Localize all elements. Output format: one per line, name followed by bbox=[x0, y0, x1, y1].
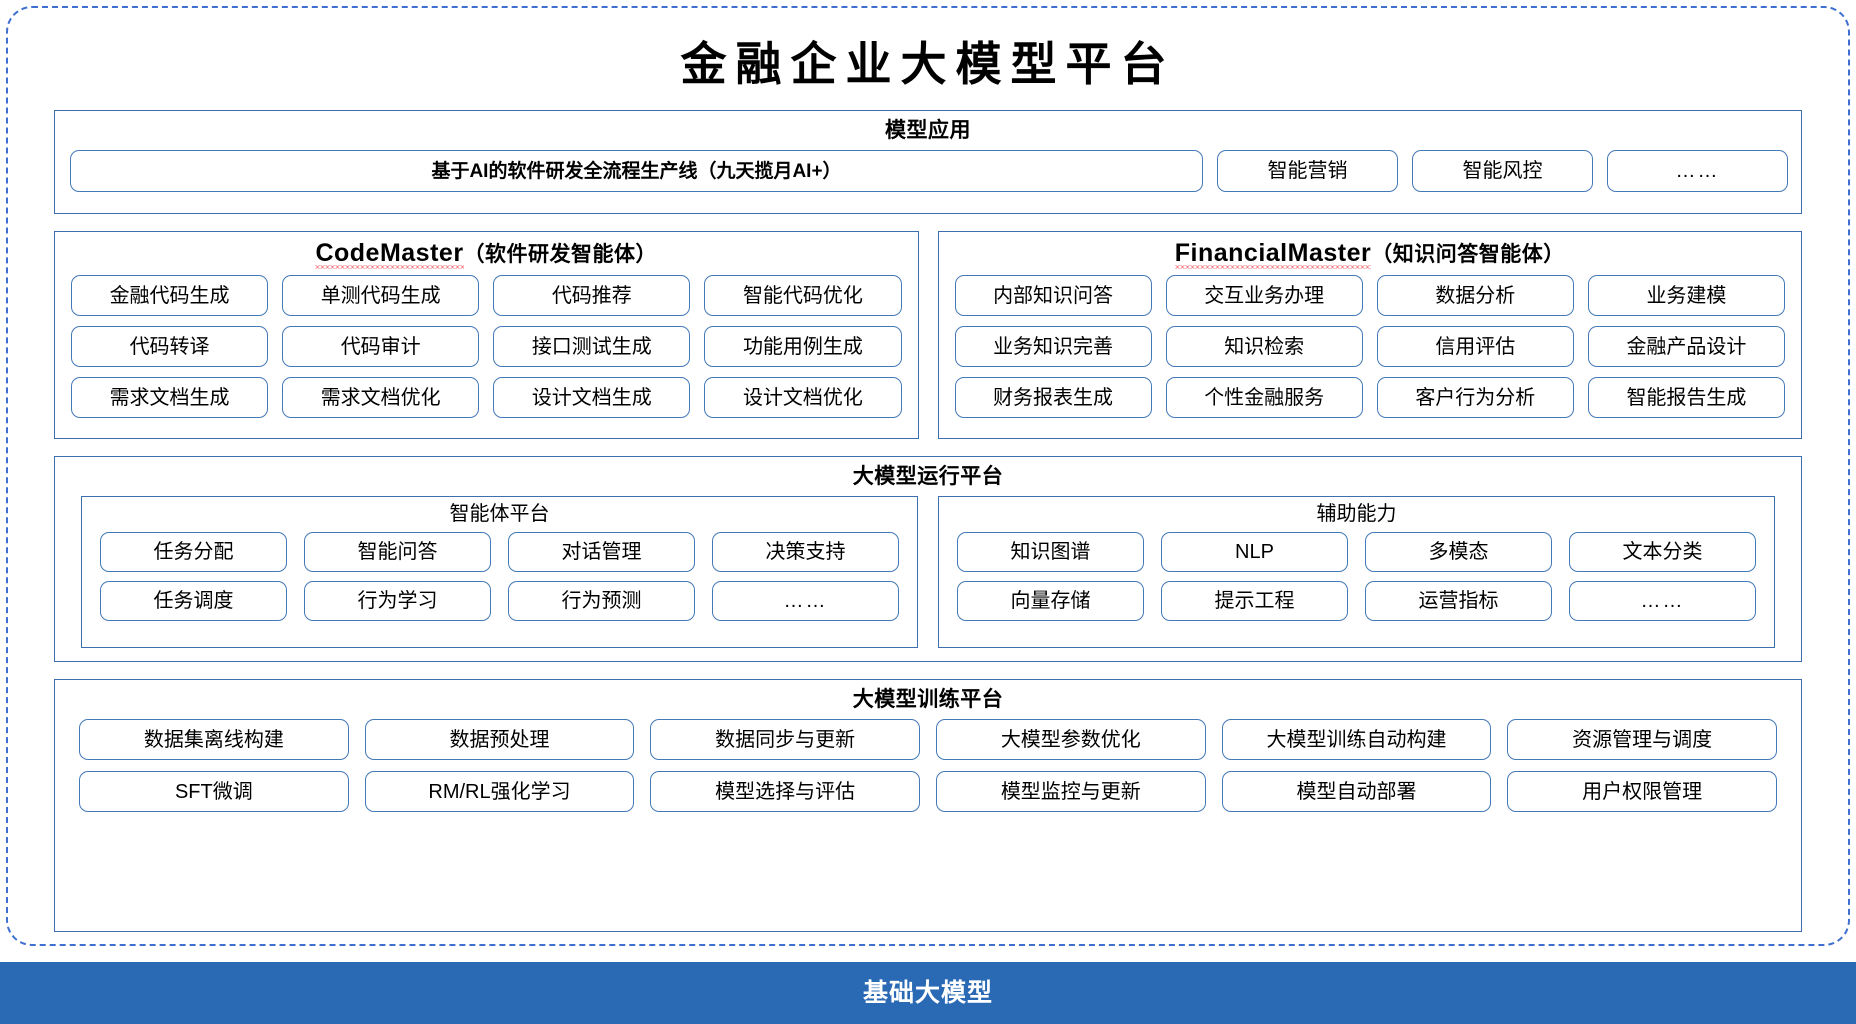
app-card-smart-risk-control[interactable]: 智能风控 bbox=[1412, 150, 1593, 192]
codemaster-capability-grid: 金融代码生成 单测代码生成 代码推荐 智能代码优化 代码转译 代码审计 接口测试… bbox=[55, 275, 918, 430]
codemaster-name-cn: （软件研发智能体） bbox=[463, 243, 658, 266]
subpanel-title-agent-platform: 智能体平台 bbox=[449, 503, 550, 525]
foundation-model-bar: 基础大模型 bbox=[0, 962, 1856, 1024]
financialmaster-name-latin: FinancialMaster bbox=[1174, 239, 1372, 269]
capability-smart-report-gen[interactable]: 智能报告生成 bbox=[1587, 377, 1785, 418]
capability-design-doc-optimize[interactable]: 设计文档优化 bbox=[704, 377, 902, 418]
foundation-model-label: 基础大模型 bbox=[862, 978, 993, 1007]
page-title: 金融企业大模型平台 bbox=[680, 39, 1176, 90]
train-data-preprocess[interactable]: 数据预处理 bbox=[364, 719, 635, 760]
runtime-subpanels: 智能体平台 任务分配 智能问答 对话管理 决策支持 任务调度 行为学习 行为预测… bbox=[55, 496, 1801, 661]
outer-dashed-boundary: 金融企业大模型平台 模型应用 基于AI的软件研发全流程生产线（九天揽月AI+） … bbox=[6, 6, 1850, 946]
aux-multimodal[interactable]: 多模态 bbox=[1365, 532, 1552, 572]
subpanel-title-auxiliary-capability: 辅助能力 bbox=[1316, 503, 1397, 525]
train-sft-finetune[interactable]: SFT微调 bbox=[79, 771, 349, 812]
aux-knowledge-graph[interactable]: 知识图谱 bbox=[957, 532, 1144, 572]
capability-financial-product-design[interactable]: 金融产品设计 bbox=[1587, 326, 1785, 367]
codemaster-name-latin: CodeMaster bbox=[315, 239, 464, 269]
runtime-behavior-prediction[interactable]: 行为预测 bbox=[508, 581, 695, 621]
capability-function-case-gen[interactable]: 功能用例生成 bbox=[704, 326, 902, 367]
training-platform-grid: 数据集离线构建 数据预处理 数据同步与更新 大模型参数优化 大模型训练自动构建 … bbox=[55, 719, 1801, 824]
financialmaster-name-cn: （知识问答智能体） bbox=[1371, 243, 1565, 266]
capability-unit-test-code-gen[interactable]: 单测代码生成 bbox=[282, 275, 480, 316]
capability-code-translate[interactable]: 代码转译 bbox=[71, 326, 269, 367]
app-card-more[interactable]: …… bbox=[1607, 150, 1788, 192]
aux-prompt-engineering[interactable]: 提示工程 bbox=[1161, 581, 1348, 621]
auxiliary-capability-grid: 知识图谱 NLP 多模态 文本分类 向量存储 提示工程 运营指标 …… bbox=[939, 532, 1774, 632]
capability-business-knowledge-improve[interactable]: 业务知识完善 bbox=[954, 326, 1152, 367]
capability-code-audit[interactable]: 代码审计 bbox=[282, 326, 480, 367]
aux-text-classification[interactable]: 文本分类 bbox=[1569, 532, 1756, 572]
app-card-ai-sdlc-pipeline[interactable]: 基于AI的软件研发全流程生产线（九天揽月AI+） bbox=[70, 150, 1203, 192]
capability-data-analysis[interactable]: 数据分析 bbox=[1376, 275, 1574, 316]
app-card-smart-marketing[interactable]: 智能营销 bbox=[1217, 150, 1398, 192]
capability-internal-knowledge-qa[interactable]: 内部知识问答 bbox=[954, 275, 1152, 316]
aux-vector-store[interactable]: 向量存储 bbox=[957, 581, 1144, 621]
panel-title-runtime-platform: 大模型运行平台 bbox=[852, 465, 1004, 488]
runtime-smart-qa[interactable]: 智能问答 bbox=[304, 532, 491, 572]
panel-codemaster: CodeMaster（软件研发智能体） 金融代码生成 单测代码生成 代码推荐 智… bbox=[54, 231, 919, 439]
train-resource-management[interactable]: 资源管理与调度 bbox=[1507, 719, 1777, 760]
capability-financial-report-gen[interactable]: 财务报表生成 bbox=[954, 377, 1152, 418]
aux-operation-metrics[interactable]: 运营指标 bbox=[1365, 581, 1552, 621]
aux-more[interactable]: …… bbox=[1569, 581, 1756, 621]
capability-design-doc-gen[interactable]: 设计文档生成 bbox=[493, 377, 691, 418]
agent-platform-grid: 任务分配 智能问答 对话管理 决策支持 任务调度 行为学习 行为预测 …… bbox=[82, 532, 917, 632]
financialmaster-capability-grid: 内部知识问答 交互业务办理 数据分析 业务建模 业务知识完善 知识检索 信用评估… bbox=[939, 275, 1802, 430]
panel-title-financialmaster: FinancialMaster（知识问答智能体） bbox=[939, 232, 1802, 275]
subpanel-auxiliary-capability: 辅助能力 知识图谱 NLP 多模态 文本分类 向量存储 提示工程 运营指标 …… bbox=[938, 496, 1775, 648]
panel-title-codemaster: CodeMaster（软件研发智能体） bbox=[55, 232, 918, 275]
train-dataset-offline-build[interactable]: 数据集离线构建 bbox=[79, 719, 349, 760]
capability-requirement-doc-gen[interactable]: 需求文档生成 bbox=[71, 377, 269, 418]
capability-knowledge-retrieval[interactable]: 知识检索 bbox=[1165, 326, 1363, 367]
capability-requirement-doc-optimize[interactable]: 需求文档优化 bbox=[282, 377, 480, 418]
capability-credit-assessment[interactable]: 信用评估 bbox=[1376, 326, 1574, 367]
runtime-agent-more[interactable]: …… bbox=[712, 581, 899, 621]
capability-business-modeling[interactable]: 业务建模 bbox=[1587, 275, 1785, 316]
capability-api-test-gen[interactable]: 接口测试生成 bbox=[493, 326, 691, 367]
train-model-param-optimize[interactable]: 大模型参数优化 bbox=[935, 719, 1206, 760]
capability-customer-behavior-analysis[interactable]: 客户行为分析 bbox=[1376, 377, 1574, 418]
capability-personalized-finance-service[interactable]: 个性金融服务 bbox=[1165, 377, 1363, 418]
train-rm-rl[interactable]: RM/RL强化学习 bbox=[364, 771, 635, 812]
train-data-sync-update[interactable]: 数据同步与更新 bbox=[650, 719, 920, 760]
agents-section: CodeMaster（软件研发智能体） 金融代码生成 单测代码生成 代码推荐 智… bbox=[54, 231, 1802, 439]
subpanel-agent-platform: 智能体平台 任务分配 智能问答 对话管理 决策支持 任务调度 行为学习 行为预测… bbox=[81, 496, 918, 648]
train-user-permission[interactable]: 用户权限管理 bbox=[1507, 771, 1777, 812]
train-auto-build-training[interactable]: 大模型训练自动构建 bbox=[1221, 719, 1492, 760]
capability-smart-code-optimize[interactable]: 智能代码优化 bbox=[704, 275, 902, 316]
runtime-task-scheduling[interactable]: 任务调度 bbox=[100, 581, 287, 621]
train-model-select-eval[interactable]: 模型选择与评估 bbox=[650, 771, 920, 812]
panel-title-training-platform: 大模型训练平台 bbox=[852, 688, 1004, 711]
model-applications-row: 基于AI的软件研发全流程生产线（九天揽月AI+） 智能营销 智能风控 …… bbox=[55, 150, 1801, 192]
train-model-auto-deploy[interactable]: 模型自动部署 bbox=[1221, 771, 1492, 812]
runtime-dialog-management[interactable]: 对话管理 bbox=[508, 532, 695, 572]
capability-finance-code-gen[interactable]: 金融代码生成 bbox=[71, 275, 269, 316]
panel-training-platform: 大模型训练平台 数据集离线构建 数据预处理 数据同步与更新 大模型参数优化 大模… bbox=[54, 679, 1802, 932]
panel-runtime-platform: 大模型运行平台 智能体平台 任务分配 智能问答 对话管理 决策支持 任务调度 行… bbox=[54, 456, 1802, 662]
runtime-behavior-learning[interactable]: 行为学习 bbox=[304, 581, 491, 621]
capability-code-recommend[interactable]: 代码推荐 bbox=[493, 275, 691, 316]
aux-nlp[interactable]: NLP bbox=[1161, 532, 1348, 572]
runtime-task-allocation[interactable]: 任务分配 bbox=[100, 532, 287, 572]
train-model-monitor-update[interactable]: 模型监控与更新 bbox=[935, 771, 1206, 812]
panel-title-model-applications: 模型应用 bbox=[885, 119, 971, 142]
capability-interactive-business[interactable]: 交互业务办理 bbox=[1165, 275, 1363, 316]
runtime-decision-support[interactable]: 决策支持 bbox=[712, 532, 899, 572]
panel-financialmaster: FinancialMaster（知识问答智能体） 内部知识问答 交互业务办理 数… bbox=[937, 231, 1802, 439]
panel-model-applications: 模型应用 基于AI的软件研发全流程生产线（九天揽月AI+） 智能营销 智能风控 … bbox=[54, 110, 1802, 214]
